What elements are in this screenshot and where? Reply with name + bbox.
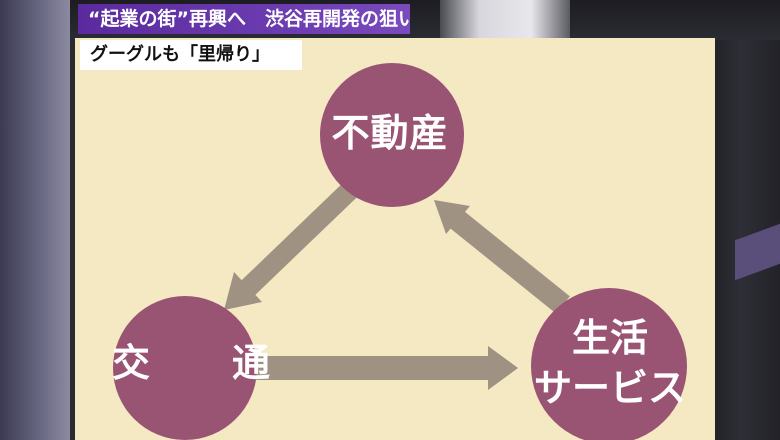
background-studio-left: [0, 0, 70, 440]
arrow-shaft-realestate-to-transport: [241, 182, 357, 296]
background-presenter-shirt: [440, 0, 570, 40]
arrow-head-transport-to-services: [488, 346, 518, 390]
node-realestate-circle: [320, 63, 464, 207]
arrow-head-services-to-realestate: [434, 200, 470, 234]
news-headline-caption: “起業の街”再興へ 渋谷再開発の狙い: [78, 4, 410, 34]
node-realestate-label: 不動産: [331, 111, 449, 155]
arrow-shaft-services-to-realestate: [448, 209, 570, 314]
node-transport-label: 交 通: [112, 341, 293, 385]
node-transport-circle: [113, 296, 257, 440]
arrow-head-realestate-to-transport: [224, 272, 262, 310]
news-subheadline-caption: グーグルも「里帰り」: [80, 40, 302, 70]
node-services-circle: [531, 288, 687, 440]
node-services-label-line2: サービス: [533, 366, 686, 410]
node-services-label-line1: 生活: [571, 316, 648, 360]
